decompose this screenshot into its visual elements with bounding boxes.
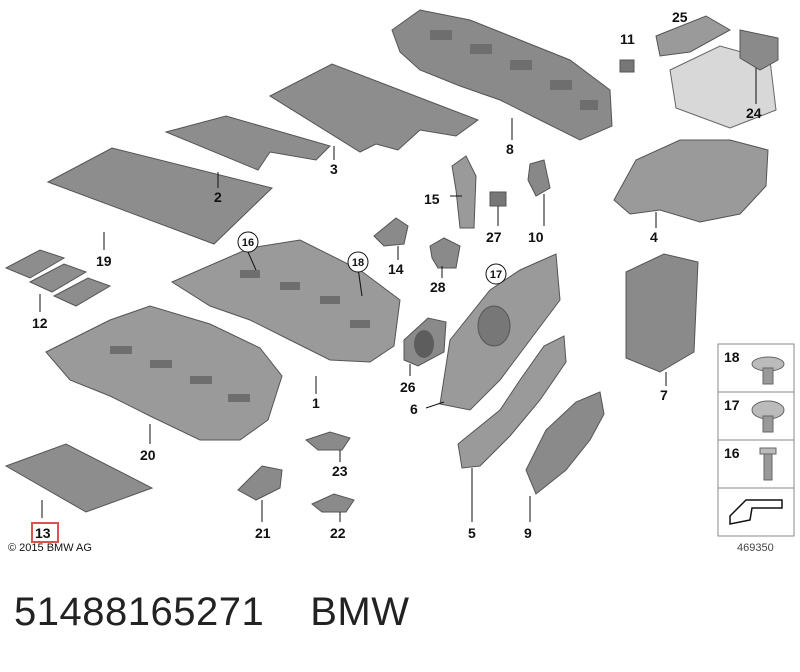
label-4: 4 [650, 229, 658, 245]
fastener-label-18: 18 [724, 349, 740, 365]
label-6: 6 [410, 401, 418, 417]
caption: 51488165271 BMW [14, 590, 455, 635]
label-23: 23 [332, 463, 348, 479]
circled-label-17: 17 [485, 263, 507, 285]
part-10-piece [527, 159, 551, 197]
label-1: 1 [312, 395, 320, 411]
label-7: 7 [660, 387, 668, 403]
label-25: 25 [672, 9, 688, 25]
label-22: 22 [330, 525, 346, 541]
direction-arrow-icon [729, 499, 783, 525]
brand-name: BMW [310, 590, 410, 634]
part-4-panel [613, 139, 769, 223]
leader-lines [39, 68, 757, 522]
part-8-detail [430, 30, 598, 110]
label-12: 12 [32, 315, 48, 331]
part-16-detail [240, 270, 370, 328]
circled-label-16: 16 [237, 231, 259, 253]
part-27-pad [489, 191, 507, 207]
svg-text:18: 18 [352, 257, 364, 269]
svg-text:17: 17 [490, 269, 502, 281]
label-10: 10 [528, 229, 544, 245]
fastener-label-16: 16 [724, 445, 740, 461]
label-13: 13 [35, 525, 51, 541]
label-11: 11 [620, 31, 635, 47]
part-26-cone [414, 330, 434, 358]
part-7-block [625, 253, 699, 373]
part-11-clip [619, 59, 635, 73]
part-9-panel [525, 391, 605, 495]
label-3: 3 [330, 161, 338, 177]
part-13-mat [4, 443, 154, 513]
part-20-detail [110, 346, 250, 402]
fastener-label-17: 17 [724, 397, 740, 413]
part-6-speaker [477, 305, 511, 347]
part-16-floor-rear [170, 239, 401, 363]
part-23-piece [304, 431, 351, 451]
part-12-pads [4, 249, 112, 307]
part-22-piece [311, 493, 355, 513]
part-20-floor-front [45, 305, 283, 441]
label-27: 27 [486, 229, 502, 245]
label-15: 15 [424, 191, 440, 207]
fastener-panel: 18 17 16 [717, 343, 795, 537]
label-28: 28 [430, 279, 446, 295]
label-20: 20 [140, 447, 156, 463]
part-5-pillar [457, 335, 567, 469]
parts-diagram: 1 2 3 4 5 6 7 8 9 10 11 12 13 14 15 19 2… [4, 9, 795, 543]
label-21: 21 [255, 525, 271, 541]
part-21-bracket [237, 465, 283, 501]
part-8-shelf [391, 9, 613, 141]
part-2-mat [164, 115, 331, 171]
label-13-highlight-box [31, 522, 59, 543]
clip-16-icon [759, 447, 777, 455]
part-3-mat [268, 63, 480, 153]
part-15-strip [451, 155, 477, 229]
label-14: 14 [388, 261, 404, 277]
label-8: 8 [506, 141, 514, 157]
label-5: 5 [468, 525, 476, 541]
svg-text:16: 16 [242, 237, 254, 249]
circled-label-18: 18 [347, 251, 369, 273]
label-9: 9 [524, 525, 532, 541]
image-code: 469350 [737, 542, 774, 554]
label-2: 2 [214, 189, 222, 205]
label-19: 19 [96, 253, 112, 269]
part-number: 51488165271 [14, 590, 265, 634]
part-24-battery-box [669, 45, 777, 129]
part-24-wall [739, 29, 779, 71]
copyright-notice: © 2015 BMW AG [8, 542, 92, 554]
part-19-mat [46, 147, 273, 245]
part-14-bracket [373, 217, 409, 247]
part-28-block [429, 237, 461, 269]
part-25-cover [655, 15, 732, 57]
label-24: 24 [746, 105, 762, 121]
label-26: 26 [400, 379, 416, 395]
